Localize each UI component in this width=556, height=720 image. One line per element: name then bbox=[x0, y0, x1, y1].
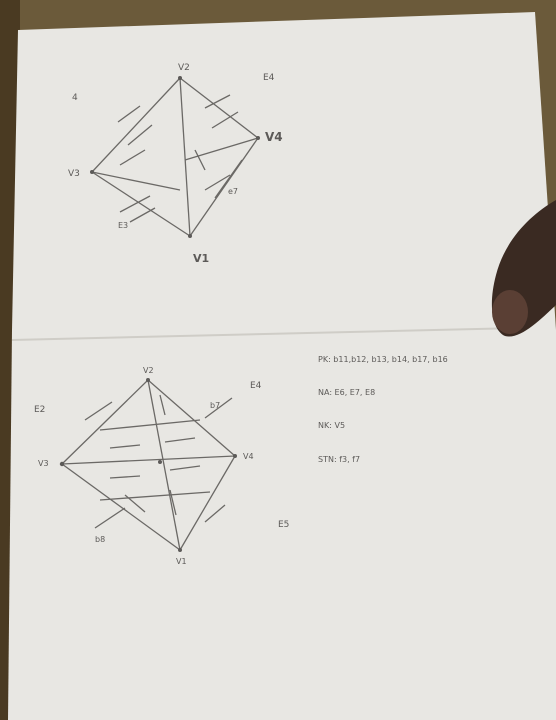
bot-hatch-8 bbox=[169, 465, 201, 471]
top-edge-bottom-right bbox=[189, 137, 259, 237]
bot-vertex-center bbox=[158, 460, 162, 464]
bot-hatch-9 bbox=[159, 394, 166, 416]
paper-fold bbox=[11, 327, 521, 341]
bot-label-e-bottom-right: E5 bbox=[278, 520, 289, 530]
top-vertex-right bbox=[256, 136, 260, 140]
bottom-diagram bbox=[61, 379, 236, 551]
bot-hatch-10 bbox=[169, 489, 177, 516]
notes: PK: b11,b12, b13, b14, b17, b16 NA: E6, … bbox=[318, 355, 448, 464]
top-label-v3: V3 bbox=[68, 169, 80, 179]
paper-sheet bbox=[8, 12, 556, 720]
bot-hatch-11 bbox=[124, 494, 146, 513]
bot-edge-top-left bbox=[61, 379, 149, 465]
fingertip bbox=[492, 290, 528, 334]
bot-hatch-1 bbox=[84, 401, 113, 421]
bottom-vertices bbox=[59, 378, 237, 552]
bot-vertex-bottom bbox=[178, 548, 182, 552]
bot-hatch-5 bbox=[109, 444, 141, 449]
top-hatch-2 bbox=[127, 124, 153, 146]
top-edge-top-right bbox=[179, 77, 259, 139]
bot-edge-bottom-left bbox=[61, 463, 181, 551]
top-hatch-7 bbox=[214, 159, 243, 199]
top-hatch-4 bbox=[204, 94, 231, 109]
bot-hatch-6 bbox=[164, 437, 196, 443]
top-label-e-top-right: E4 bbox=[263, 73, 275, 83]
bot-edge-top-right bbox=[147, 379, 236, 457]
bot-edge-vertical bbox=[147, 379, 181, 551]
note-line-4: STN: f3, f7 bbox=[318, 455, 360, 464]
note-line-3: NK: V5 bbox=[318, 421, 345, 430]
top-label-v2: V2 bbox=[178, 63, 190, 73]
bot-edge-inner-1 bbox=[99, 419, 201, 431]
bot-label-v3: V3 bbox=[38, 459, 49, 468]
top-label-v1: V1 bbox=[193, 252, 209, 265]
bot-vertex-top bbox=[146, 378, 150, 382]
top-label-e-bottom-right: e7 bbox=[228, 187, 238, 196]
bot-edge-inner-2 bbox=[99, 491, 211, 501]
note-line-2: NA: E6, E7, E8 bbox=[318, 388, 375, 397]
top-vertices bbox=[90, 76, 260, 238]
bot-label-v1: V1 bbox=[176, 557, 187, 566]
bot-label-v2: V2 bbox=[143, 366, 154, 375]
bot-hatch-2 bbox=[204, 397, 233, 419]
bot-hatch-7 bbox=[109, 475, 141, 479]
top-hatch-5 bbox=[211, 111, 239, 129]
top-label-v4: V4 bbox=[265, 130, 283, 144]
top-edge-left-mid bbox=[91, 171, 181, 191]
bot-hatch-4 bbox=[204, 504, 226, 523]
top-edge-top-left bbox=[91, 77, 181, 173]
top-edge-bottom-left bbox=[91, 171, 191, 237]
top-hatch-10 bbox=[194, 149, 206, 171]
bot-label-e-right: E4 bbox=[250, 381, 262, 391]
top-vertex-top bbox=[178, 76, 182, 80]
bot-label-e-top-right: b7 bbox=[210, 401, 220, 410]
bot-edge-bottom-right bbox=[179, 455, 236, 551]
note-line-1: PK: b11,b12, b13, b14, b17, b16 bbox=[318, 355, 448, 364]
top-edge-vertical bbox=[179, 77, 191, 237]
top-hatch-6 bbox=[204, 174, 231, 191]
top-diagram bbox=[91, 77, 259, 237]
top-hatch-9 bbox=[129, 207, 156, 223]
top-hatch-3 bbox=[119, 149, 146, 166]
bot-edge-horizontal bbox=[61, 455, 236, 465]
top-hatch-1 bbox=[117, 105, 141, 123]
bot-hatch-3 bbox=[94, 507, 126, 529]
bot-label-e-left: E2 bbox=[34, 405, 45, 415]
top-hatch-8 bbox=[119, 195, 151, 213]
top-vertex-left bbox=[90, 170, 94, 174]
bot-vertex-right bbox=[233, 454, 237, 458]
bot-label-v4: V4 bbox=[243, 452, 254, 461]
top-label-e-bottom-left: E3 bbox=[118, 221, 128, 230]
top-edge-right-mid bbox=[184, 137, 259, 161]
bot-vertex-left bbox=[59, 461, 65, 467]
bot-label-e-bottom-left: b8 bbox=[95, 535, 105, 544]
top-vertex-bottom bbox=[188, 234, 192, 238]
top-label-e-top-left: 4 bbox=[72, 93, 78, 103]
